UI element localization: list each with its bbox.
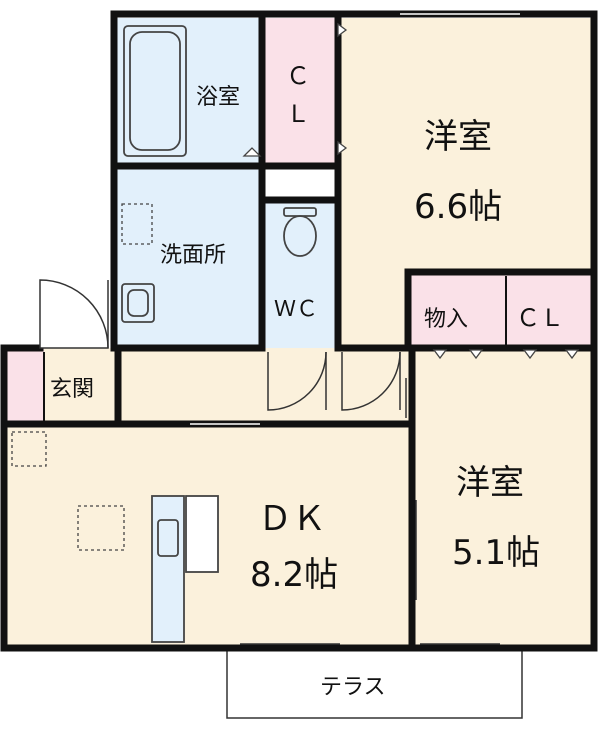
washbasin-icon	[121, 283, 155, 323]
western-room-1-size: 6.6帖	[414, 187, 502, 227]
western-room-1-area	[336, 18, 594, 272]
western-room-2-name: 洋室	[456, 463, 524, 503]
entrance-label: 玄関	[50, 377, 94, 402]
closet-door-marks	[242, 22, 580, 360]
bath-label: 浴室	[196, 85, 240, 110]
room-fills	[6, 18, 594, 719]
door-swing-icon	[267, 351, 327, 411]
storage-label: 物入	[424, 307, 468, 332]
bath-area	[114, 18, 264, 168]
western-room-2-size: 5.1帖	[452, 533, 540, 573]
closet-2-area	[504, 272, 594, 348]
closet-1-label-top: Ｃ	[286, 62, 310, 90]
vent-icon	[11, 203, 153, 551]
entrance-area	[44, 348, 118, 422]
closet-1-label-bottom: Ｌ	[286, 100, 310, 128]
door-swings	[190, 13, 520, 645]
dk-size: 8.2帖	[250, 555, 338, 595]
western-room-1-lower-area	[336, 272, 408, 348]
western-room-1-name: 洋室	[424, 117, 492, 157]
closet-1-area	[264, 18, 336, 163]
washroom-label: 洗面所	[160, 243, 226, 268]
washroom-area	[114, 168, 264, 348]
wc-label: ＷＣ	[274, 297, 318, 322]
thin-walls	[43, 276, 507, 422]
terrace-label: テラス	[320, 675, 386, 700]
entrance-step-area	[6, 348, 44, 422]
door-swing-icon	[341, 351, 401, 411]
kitchen-sink-icon	[151, 495, 219, 643]
storage-area	[408, 272, 504, 348]
corridor-area	[264, 163, 336, 203]
room-labels: 浴室 洗面所 Ｃ Ｌ ＷＣ 物入 ＣＬ 玄関 洋室 6.6帖 洋室 5.1帖 Ｄ…	[50, 62, 564, 700]
closet-2-label: ＣＬ	[516, 304, 564, 332]
wc-area	[264, 203, 336, 348]
door-swing-icon	[39, 279, 109, 349]
western-room-2-area	[410, 348, 594, 646]
bathtub-icon	[123, 25, 187, 157]
walls	[0, 10, 598, 652]
toilet-icon	[283, 207, 317, 257]
dk-name: ＤＫ	[258, 499, 326, 539]
hall-area	[118, 348, 410, 422]
